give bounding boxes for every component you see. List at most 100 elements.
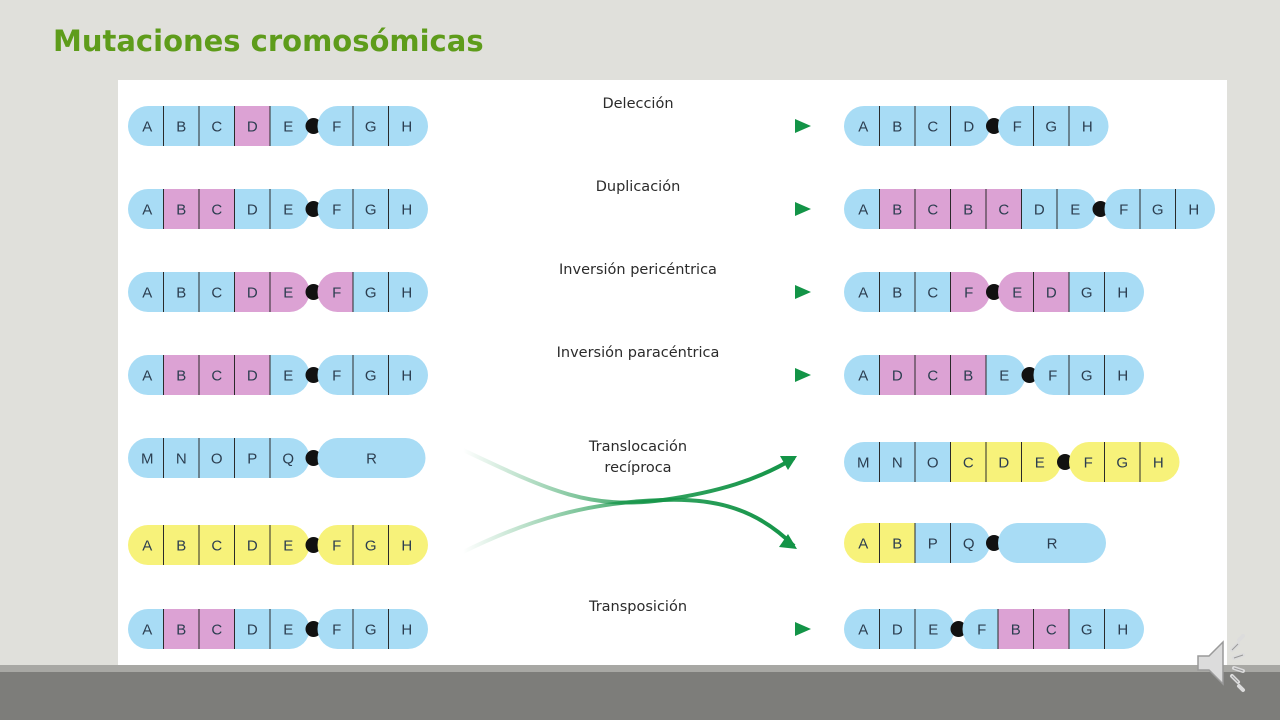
mutation-label: Translocación bbox=[588, 439, 687, 455]
gene-label-c: C bbox=[927, 202, 938, 219]
gene-label-c: C bbox=[211, 285, 222, 302]
gene-label-q: Q bbox=[963, 536, 975, 553]
gene-label-a: A bbox=[858, 119, 868, 136]
gene-label-b: B bbox=[892, 285, 902, 302]
mutation-label: Inversión paracéntrica bbox=[557, 345, 720, 361]
gene-label-b: B bbox=[892, 202, 902, 219]
gene-label-n: N bbox=[892, 455, 903, 472]
mutation-label: Delección bbox=[602, 96, 673, 112]
gene-label-b: B bbox=[892, 119, 902, 136]
gene-label-f: F bbox=[332, 368, 341, 385]
gene-label-r: R bbox=[366, 451, 377, 468]
chromosome-arm bbox=[1033, 355, 1144, 395]
footer-stripe bbox=[0, 665, 1280, 672]
chromosome-arm bbox=[844, 523, 990, 563]
gene-label-c: C bbox=[211, 202, 222, 219]
gene-label-f: F bbox=[1048, 368, 1057, 385]
gene-label-d: D bbox=[963, 119, 974, 136]
chromosome-arm bbox=[128, 609, 310, 649]
centromere bbox=[305, 284, 322, 300]
centromere bbox=[1092, 201, 1109, 217]
gene-label-g: G bbox=[1081, 368, 1093, 385]
gene-label-f: F bbox=[332, 622, 341, 639]
gene-label-f: F bbox=[964, 285, 973, 302]
chromosome-arm bbox=[962, 609, 1144, 649]
chromosome-arm bbox=[128, 438, 310, 478]
centromere bbox=[305, 201, 322, 217]
arrowhead bbox=[779, 534, 797, 549]
gene-label-e: E bbox=[283, 119, 293, 136]
gene-label-d: D bbox=[892, 368, 903, 385]
gene-label-d: D bbox=[247, 202, 258, 219]
gene-label-h: H bbox=[401, 285, 412, 302]
gene-label-b: B bbox=[176, 119, 186, 136]
chromosome-arm bbox=[128, 355, 310, 395]
centromere bbox=[986, 535, 1002, 551]
gene-label-c: C bbox=[963, 455, 974, 472]
chromosome-arm bbox=[844, 189, 1097, 229]
gene-label-c: C bbox=[211, 119, 222, 136]
gene-label-b: B bbox=[1011, 622, 1021, 639]
gene-label-m: M bbox=[141, 451, 154, 468]
gene-label-f: F bbox=[332, 538, 341, 555]
gene-label-b: B bbox=[892, 536, 902, 553]
centromere bbox=[1021, 367, 1038, 383]
gene-label-m: M bbox=[857, 455, 870, 472]
gene-label-b: B bbox=[176, 368, 186, 385]
gene-label-c: C bbox=[211, 538, 222, 555]
gene-label-g: G bbox=[365, 622, 377, 639]
gene-label-e: E bbox=[1070, 202, 1080, 219]
gene-label-c: C bbox=[998, 202, 1009, 219]
gene-label-h: H bbox=[401, 622, 412, 639]
gene-label-e: E bbox=[283, 368, 293, 385]
gene-label-e: E bbox=[283, 622, 293, 639]
gene-label-c: C bbox=[927, 285, 938, 302]
gene-label-h: H bbox=[1117, 368, 1128, 385]
gene-label-b: B bbox=[176, 202, 186, 219]
chromosome-arm bbox=[317, 272, 428, 312]
gene-label-b: B bbox=[963, 202, 973, 219]
speaker-icon[interactable] bbox=[1192, 632, 1258, 694]
chromosome-arm bbox=[844, 355, 1026, 395]
mutation-label: Transposición bbox=[588, 599, 687, 615]
gene-label-a: A bbox=[858, 536, 868, 553]
gene-label-g: G bbox=[365, 538, 377, 555]
gene-label-d: D bbox=[247, 119, 258, 136]
chromosome-arm bbox=[128, 272, 310, 312]
chromosome-arm bbox=[317, 438, 426, 478]
footer-bar bbox=[0, 665, 1280, 720]
centromere bbox=[305, 621, 322, 637]
mutation-label: Duplicación bbox=[596, 179, 681, 195]
gene-label-f: F bbox=[1084, 455, 1093, 472]
gene-label-d: D bbox=[247, 538, 258, 555]
gene-label-e: E bbox=[283, 538, 293, 555]
gene-label-a: A bbox=[858, 622, 868, 639]
gene-label-r: R bbox=[1047, 536, 1058, 553]
chromosome-arm bbox=[317, 609, 428, 649]
gene-label-b: B bbox=[176, 538, 186, 555]
mutation-label: recíproca bbox=[604, 460, 671, 476]
arrowhead bbox=[795, 119, 811, 133]
chromosome-arm bbox=[317, 106, 428, 146]
gene-label-p: P bbox=[247, 451, 257, 468]
gene-label-e: E bbox=[283, 202, 293, 219]
gene-label-a: A bbox=[858, 202, 868, 219]
gene-label-d: D bbox=[247, 622, 258, 639]
gene-label-a: A bbox=[142, 119, 152, 136]
gene-label-c: C bbox=[1046, 622, 1057, 639]
gene-label-f: F bbox=[332, 202, 341, 219]
centromere bbox=[305, 537, 322, 553]
mutation-label: Inversión pericéntrica bbox=[559, 262, 717, 278]
gene-label-f: F bbox=[1119, 202, 1128, 219]
gene-label-g: G bbox=[1116, 455, 1128, 472]
gene-label-e: E bbox=[999, 368, 1009, 385]
gene-label-h: H bbox=[401, 538, 412, 555]
gene-label-q: Q bbox=[282, 451, 294, 468]
chromosome-arm bbox=[1069, 442, 1180, 482]
